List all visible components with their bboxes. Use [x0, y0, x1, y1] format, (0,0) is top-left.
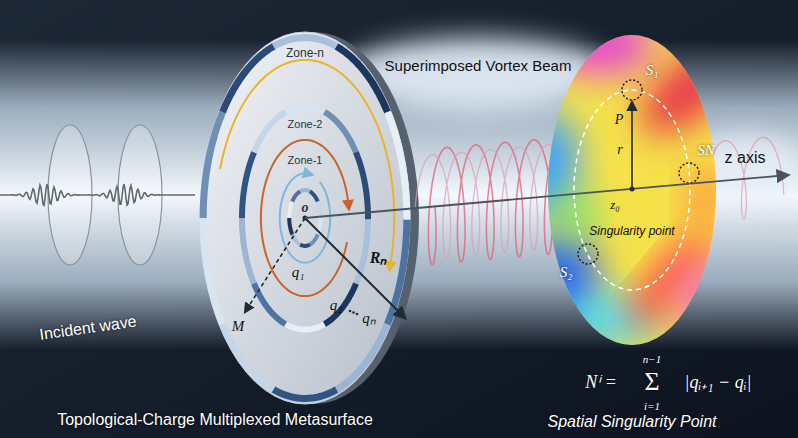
singularity-marker: [578, 244, 598, 264]
zone-band: [203, 216, 222, 324]
caption: Spatial Singularity Point: [548, 413, 717, 431]
orbit-arrow: [280, 173, 330, 262]
zone-band: [324, 284, 356, 325]
zone-band: [289, 218, 292, 235]
phase-color: [520, 230, 600, 350]
charge-label: q₂: [330, 297, 343, 314]
radius-arrow: [631, 102, 633, 190]
radius-label: r: [617, 142, 622, 157]
singularity-label: S₁: [646, 62, 659, 79]
beam-label: Superimposed Vortex Beam: [385, 58, 572, 75]
zone-band: [300, 244, 310, 245]
zone-band: [336, 46, 388, 113]
radius-label: Rₙ: [370, 249, 387, 267]
formula-part: |qᵢ₊₁ − qᵢ|: [685, 373, 752, 393]
phase-color: [555, 190, 595, 240]
zone-band: [324, 112, 356, 153]
point-label: P: [615, 112, 624, 127]
zone-band: [310, 191, 318, 201]
zone-band: [223, 46, 275, 112]
caption: Topological-Charge Multiplexed Metasurfa…: [57, 411, 373, 429]
charge-label: qₙ: [362, 310, 376, 327]
origin-label: o: [302, 200, 309, 215]
zone-label: Zone-n: [286, 47, 324, 60]
zone-band: [289, 201, 292, 218]
zone-band: [285, 324, 325, 330]
wave-label: Incident wave: [38, 312, 137, 343]
formula-part: Σ: [644, 368, 659, 397]
point-label: M: [232, 318, 245, 335]
formula-part: i=1: [644, 400, 660, 412]
zone-band: [387, 112, 406, 220]
ellipsis-dot: [352, 311, 355, 314]
z-axis: [305, 175, 788, 218]
zone-band: [300, 190, 310, 191]
zone-band: [273, 389, 337, 398]
charge-label: q₁: [292, 264, 305, 281]
zone-band: [242, 217, 254, 284]
center-dot: [630, 187, 635, 192]
zone-label: Zone-2: [288, 118, 323, 130]
ellipsis-dot: [349, 310, 352, 313]
radius-arrow: [305, 218, 405, 318]
axis-label: z axis: [725, 149, 766, 167]
zone-band: [254, 112, 286, 153]
zone-band: [336, 324, 388, 390]
singularity-caption: Singularity point: [589, 225, 674, 238]
zone-band: [356, 152, 368, 219]
singularity-marker: [622, 80, 642, 100]
vortex-coil: [704, 137, 784, 222]
zone-label: Zone-1: [288, 154, 323, 166]
formula-part: n−1: [643, 353, 661, 365]
phase-color: [680, 260, 740, 340]
position-arrow: [245, 218, 305, 312]
singularity-label: S₂: [560, 264, 573, 281]
axis-point-label: z₀: [610, 198, 620, 212]
zone-band: [222, 323, 274, 390]
zone-band: [310, 234, 318, 244]
orbit-arrow: [261, 140, 349, 296]
zone-band: [254, 283, 286, 324]
singularity-label: SN: [697, 142, 715, 159]
zone-band: [286, 106, 326, 112]
singularity-marker: [679, 163, 699, 183]
zone-band: [242, 152, 254, 218]
ellipsis-dot: [356, 313, 359, 316]
orbit-arrow: [220, 60, 394, 267]
phase-color: [687, 160, 723, 240]
zone-band: [292, 191, 300, 201]
zone-band: [274, 38, 338, 47]
singularity-ring: [574, 90, 690, 290]
wave-packet: [0, 184, 195, 205]
formula-part: Nⁱ =: [585, 373, 617, 393]
